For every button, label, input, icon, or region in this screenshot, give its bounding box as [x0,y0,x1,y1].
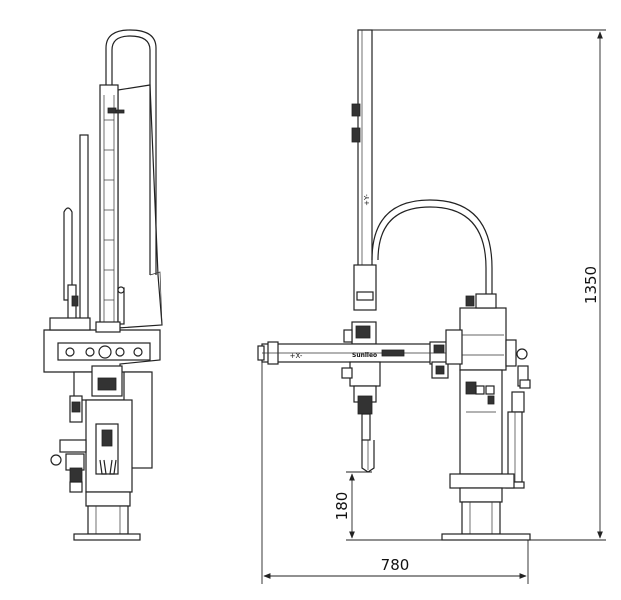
dimension-width-label: 780 [381,556,410,574]
front-motor-housing [459,307,507,371]
brand-badge [381,349,405,357]
front-gripper [341,361,381,473]
front-cable-arc [371,199,493,296]
dimension-width: 780 [261,362,529,584]
side-vertical-arm [99,84,119,346]
dimension-gripper-label: 180 [333,492,351,521]
front-view: +Y- +X- Sunlleo [257,29,531,541]
side-valves [50,395,87,493]
side-arm-scale [104,119,114,301]
side-cable-loop [105,29,157,275]
front-air-cylinder [505,348,531,489]
side-view [43,29,163,541]
y-axis-label: +Y- [363,194,371,206]
brand-label: Sunlleo [352,352,377,359]
front-base-plate [441,533,531,541]
front-vertical-arm [357,29,373,303]
dimension-gripper: 180 [333,471,442,541]
side-guide-rod [79,134,89,326]
dimension-height-label: 1350 [582,266,600,304]
dimension-height: 1350 [372,29,606,541]
side-base-plate [73,533,141,541]
side-stand [85,491,131,507]
x-axis-label: +X- [290,352,303,360]
front-stand [449,473,515,489]
